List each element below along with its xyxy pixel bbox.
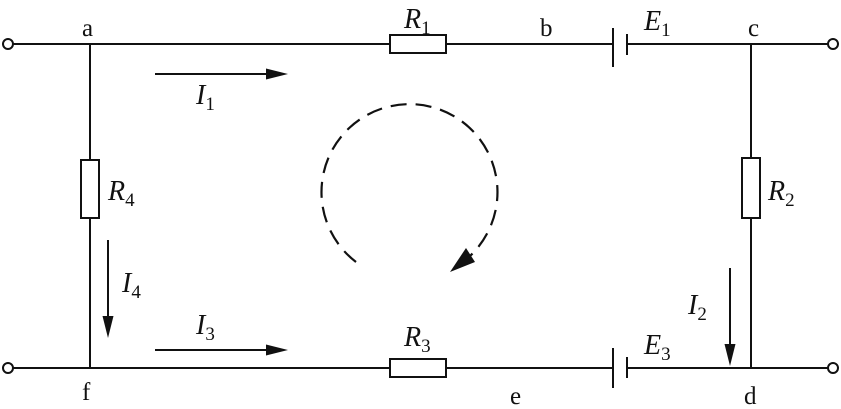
- node-label-a: a: [82, 15, 93, 42]
- loop-direction-indicator: [320, 103, 499, 272]
- label-i2: I2: [687, 290, 707, 325]
- label-e3: E3: [643, 330, 671, 365]
- label-r1: R1: [403, 4, 431, 39]
- current-arrow-i3: [155, 344, 288, 356]
- label-e1: E1: [643, 6, 671, 41]
- current-arrow-i2: [724, 268, 736, 366]
- terminal-top-left: [2, 38, 14, 50]
- node-label-c: c: [748, 15, 759, 42]
- label-r2: R2: [767, 176, 795, 211]
- node-label-d: d: [744, 383, 757, 409]
- resistor-r4: [80, 159, 100, 219]
- current-arrow-i4: [102, 240, 114, 338]
- label-i4: I4: [121, 268, 141, 303]
- resistor-r2: [741, 157, 761, 219]
- terminal-bottom-right: [827, 362, 839, 374]
- label-i3: I3: [195, 310, 215, 345]
- label-r3: R3: [403, 322, 431, 357]
- node-label-b: b: [540, 15, 553, 42]
- terminal-bottom-left: [2, 362, 14, 374]
- label-r4: R4: [107, 176, 135, 211]
- current-arrow-i1: [155, 68, 288, 80]
- node-label-f: f: [82, 379, 91, 406]
- node-label-e: e: [510, 383, 521, 409]
- label-i1: I1: [195, 80, 215, 115]
- resistor-r1: [389, 34, 447, 54]
- resistor-r3: [389, 358, 447, 378]
- terminal-top-right: [827, 38, 839, 50]
